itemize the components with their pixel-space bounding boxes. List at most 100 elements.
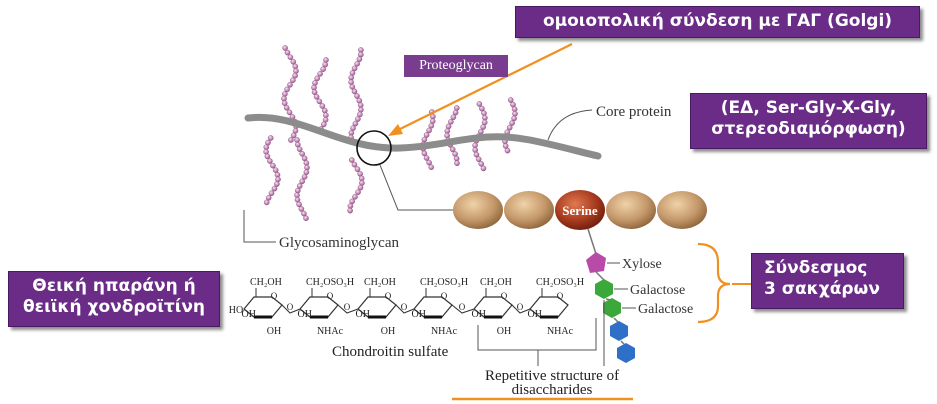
gag-bead (348, 129, 355, 136)
chondroitin-sulfate-structure: OCH₂OHOHOHOOCH₂OSO₃HOHNHAcOOCH₂OHOHOHOOC… (229, 277, 584, 337)
hydroxyl-label: OH (528, 309, 542, 320)
heparan-chondroitin-callout: Θεική ηπαράνη ή θειϊκή χονδροϊτίνη (8, 271, 220, 327)
gag-bead (311, 84, 317, 91)
er-synthesis-line1: (ΕΔ, Ser-Gly-X-Gly, (720, 98, 897, 118)
core-protein-leader-line (547, 109, 593, 141)
golgi-linkage-callout: ομοιοπολική σύνδεση με ΓΑΓ (Golgi) (515, 6, 920, 38)
gag-bead (286, 109, 293, 116)
gag-bead (301, 210, 307, 217)
gag-bead (506, 124, 513, 131)
gag-bead (294, 192, 300, 198)
gag-bead (423, 132, 430, 138)
gag-bead (294, 137, 300, 143)
gag-bead (478, 128, 484, 135)
gag-bead (284, 49, 291, 56)
gag-bead (281, 95, 287, 102)
gag-bead (263, 199, 270, 206)
gag-bead (348, 157, 355, 163)
ring-oxygen-label: O (271, 291, 278, 301)
gag-bead (311, 89, 318, 95)
gag-bead (303, 215, 309, 221)
gag-bead (480, 165, 487, 172)
gag-bead (352, 120, 359, 127)
gag-bead (478, 160, 485, 167)
gag-bead (355, 116, 361, 122)
gag-bead (428, 123, 435, 129)
golgi-linkage-text: ομοιοπολική σύνδεση με ΓΑΓ (Golgi) (542, 11, 893, 31)
xylose-galactose-bond (595, 271, 605, 281)
gag-bead (454, 160, 460, 166)
gag-bead (292, 72, 298, 79)
serine-residue (555, 190, 605, 230)
glycosaminoglycan-leader-line (243, 210, 276, 243)
gag-bead (292, 63, 299, 70)
ring-oxygen-label: O (441, 291, 448, 301)
gag-bead (351, 161, 358, 168)
gag-bead (448, 119, 454, 125)
gag-bead (349, 70, 356, 76)
gag-bead (287, 54, 294, 61)
gag-bead (268, 190, 275, 196)
substituent-label: CH₂OSO₃H (306, 277, 354, 288)
repetitive-structure-label-line1: Repetitive structure of (485, 368, 619, 384)
gag-bead (274, 171, 281, 178)
glycosaminoglycan-label: Glycosaminoglycan (279, 235, 399, 251)
gag-bead (357, 111, 363, 118)
gag-bead (303, 160, 310, 166)
gag-bead (421, 136, 428, 143)
gag-bead (304, 164, 310, 171)
gag-bead (507, 97, 514, 103)
hydroxyl-label: OH (472, 309, 486, 320)
gag-bead (290, 59, 297, 65)
gag-bead (320, 66, 326, 72)
gag-bead (281, 100, 288, 106)
gag-bead (475, 156, 482, 162)
ring-oxygen-label: O (557, 291, 564, 301)
gag-bead (264, 153, 271, 160)
gag-bead (299, 178, 306, 185)
gag-bead (282, 91, 288, 97)
hydroxyl-label: OH (242, 309, 256, 320)
chondroitin-sulfate-label: Chondroitin sulfate (332, 344, 449, 360)
gag-bead (512, 111, 518, 117)
gag-bead (301, 173, 308, 180)
amino-acid-bead (504, 191, 554, 229)
ring-oxygen-label: O (501, 291, 508, 301)
gag-bead (316, 98, 323, 105)
substituent-label: NHAc (547, 326, 574, 337)
substituent-label: CH₂OSO₃H (420, 277, 468, 288)
gag-bead (312, 80, 318, 86)
gag-bead (355, 189, 361, 195)
gag-bead (449, 146, 456, 153)
gag-bead (296, 201, 302, 208)
serine-label: Serine (562, 203, 598, 218)
galactose-label-1: Galactose (630, 283, 685, 298)
repeat-repeat-bond (620, 340, 625, 345)
gag-bead (348, 79, 354, 85)
proteoglycan-label: Proteoglycan (404, 55, 508, 77)
linkage-highlight-circle (356, 130, 392, 166)
linkage-bracket (697, 242, 731, 324)
gag-bead (450, 114, 457, 120)
glycosidic-oxygen-label: O (287, 302, 294, 312)
gag-bead (270, 162, 276, 169)
gag-bead (426, 127, 432, 134)
glycosidic-bond (395, 304, 415, 314)
golgi-arrow-line (397, 43, 573, 131)
hydroxyl-label: OH (356, 309, 370, 320)
gag-bead (322, 61, 329, 68)
substituent-label: OH (497, 326, 511, 337)
gag-bead (354, 166, 361, 172)
gag-bead (317, 71, 323, 77)
gag-bead (421, 150, 428, 157)
gag-bead (453, 105, 460, 111)
gag-bead (511, 106, 518, 112)
gag-bead (288, 137, 294, 143)
gag-bead (453, 155, 460, 162)
repeat-unit (610, 321, 628, 341)
galactose-unit (595, 279, 613, 299)
gag-bead (356, 56, 363, 63)
gag-bead (452, 109, 459, 116)
substituent-label: CH₂OH (480, 277, 512, 288)
gag-bead (504, 147, 511, 154)
